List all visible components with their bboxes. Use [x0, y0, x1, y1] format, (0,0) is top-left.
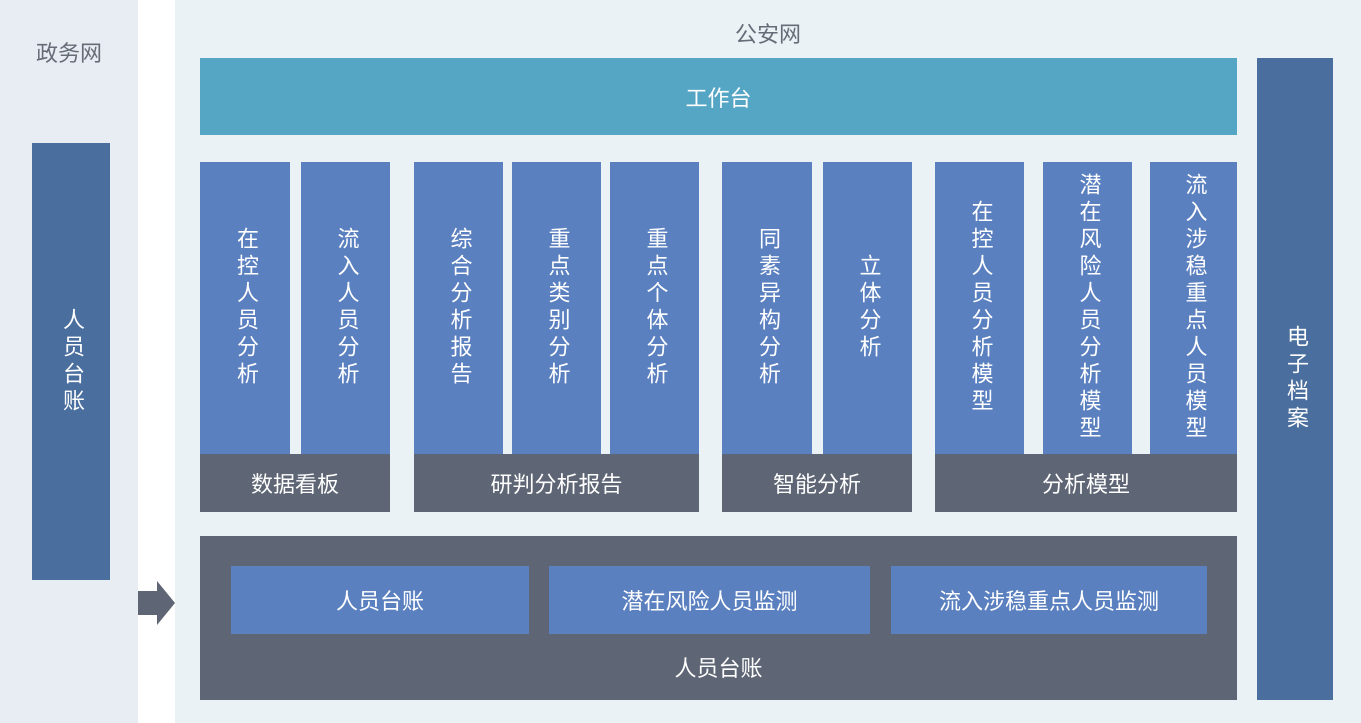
- module-label: 流入人员分析: [333, 227, 359, 389]
- module-column[interactable]: 流入涉稳重点人员模型: [1150, 162, 1237, 454]
- ledger-item[interactable]: 潜在风险人员监测: [549, 566, 870, 634]
- group-label: 智能分析: [722, 454, 912, 512]
- group-label: 研判分析报告: [414, 454, 699, 512]
- gov-ledger-box: 人员台账: [32, 143, 110, 580]
- police-network-title: 公安网: [734, 23, 801, 48]
- group-label: 数据看板: [200, 454, 390, 512]
- module-label: 综合分析报告: [446, 227, 472, 389]
- module-column[interactable]: 在控人员分析: [200, 162, 290, 454]
- ledger-label: 人员台账: [674, 657, 763, 682]
- module-label: 在控人员分析: [233, 227, 258, 389]
- module-column[interactable]: 重点个体分析: [610, 162, 699, 454]
- module-label: 潜在风险人员分析模型: [1075, 173, 1101, 443]
- module-label: 立体分析: [855, 254, 881, 362]
- module-column[interactable]: 潜在风险人员分析模型: [1043, 162, 1132, 454]
- ledger-item[interactable]: 流入涉稳重点人员监测: [891, 566, 1207, 634]
- arrow-right-icon: [138, 581, 175, 625]
- gov-ledger-label: 人员台账: [59, 307, 84, 416]
- module-label: 在控人员分析模型: [967, 200, 993, 416]
- ledger-item[interactable]: 人员台账: [231, 566, 529, 634]
- gov-network-title: 政务网: [35, 42, 102, 67]
- workbench-bar[interactable]: 工作台: [200, 58, 1237, 135]
- archive-label: 电子档案: [1283, 325, 1308, 433]
- module-column[interactable]: 综合分析报告: [414, 162, 503, 454]
- module-column[interactable]: 重点类别分析: [512, 162, 601, 454]
- module-label: 同素异构分析: [755, 227, 780, 389]
- module-label: 流入涉稳重点人员模型: [1181, 173, 1207, 443]
- module-column[interactable]: 流入人员分析: [301, 162, 390, 454]
- module-label: 重点个体分析: [642, 227, 668, 389]
- module-column[interactable]: 立体分析: [823, 162, 912, 454]
- group-label: 分析模型: [935, 454, 1237, 512]
- archive-bar[interactable]: 电子档案: [1257, 58, 1333, 700]
- module-label: 重点类别分析: [544, 227, 570, 389]
- module-column[interactable]: 同素异构分析: [722, 162, 812, 454]
- module-column[interactable]: 在控人员分析模型: [935, 162, 1024, 454]
